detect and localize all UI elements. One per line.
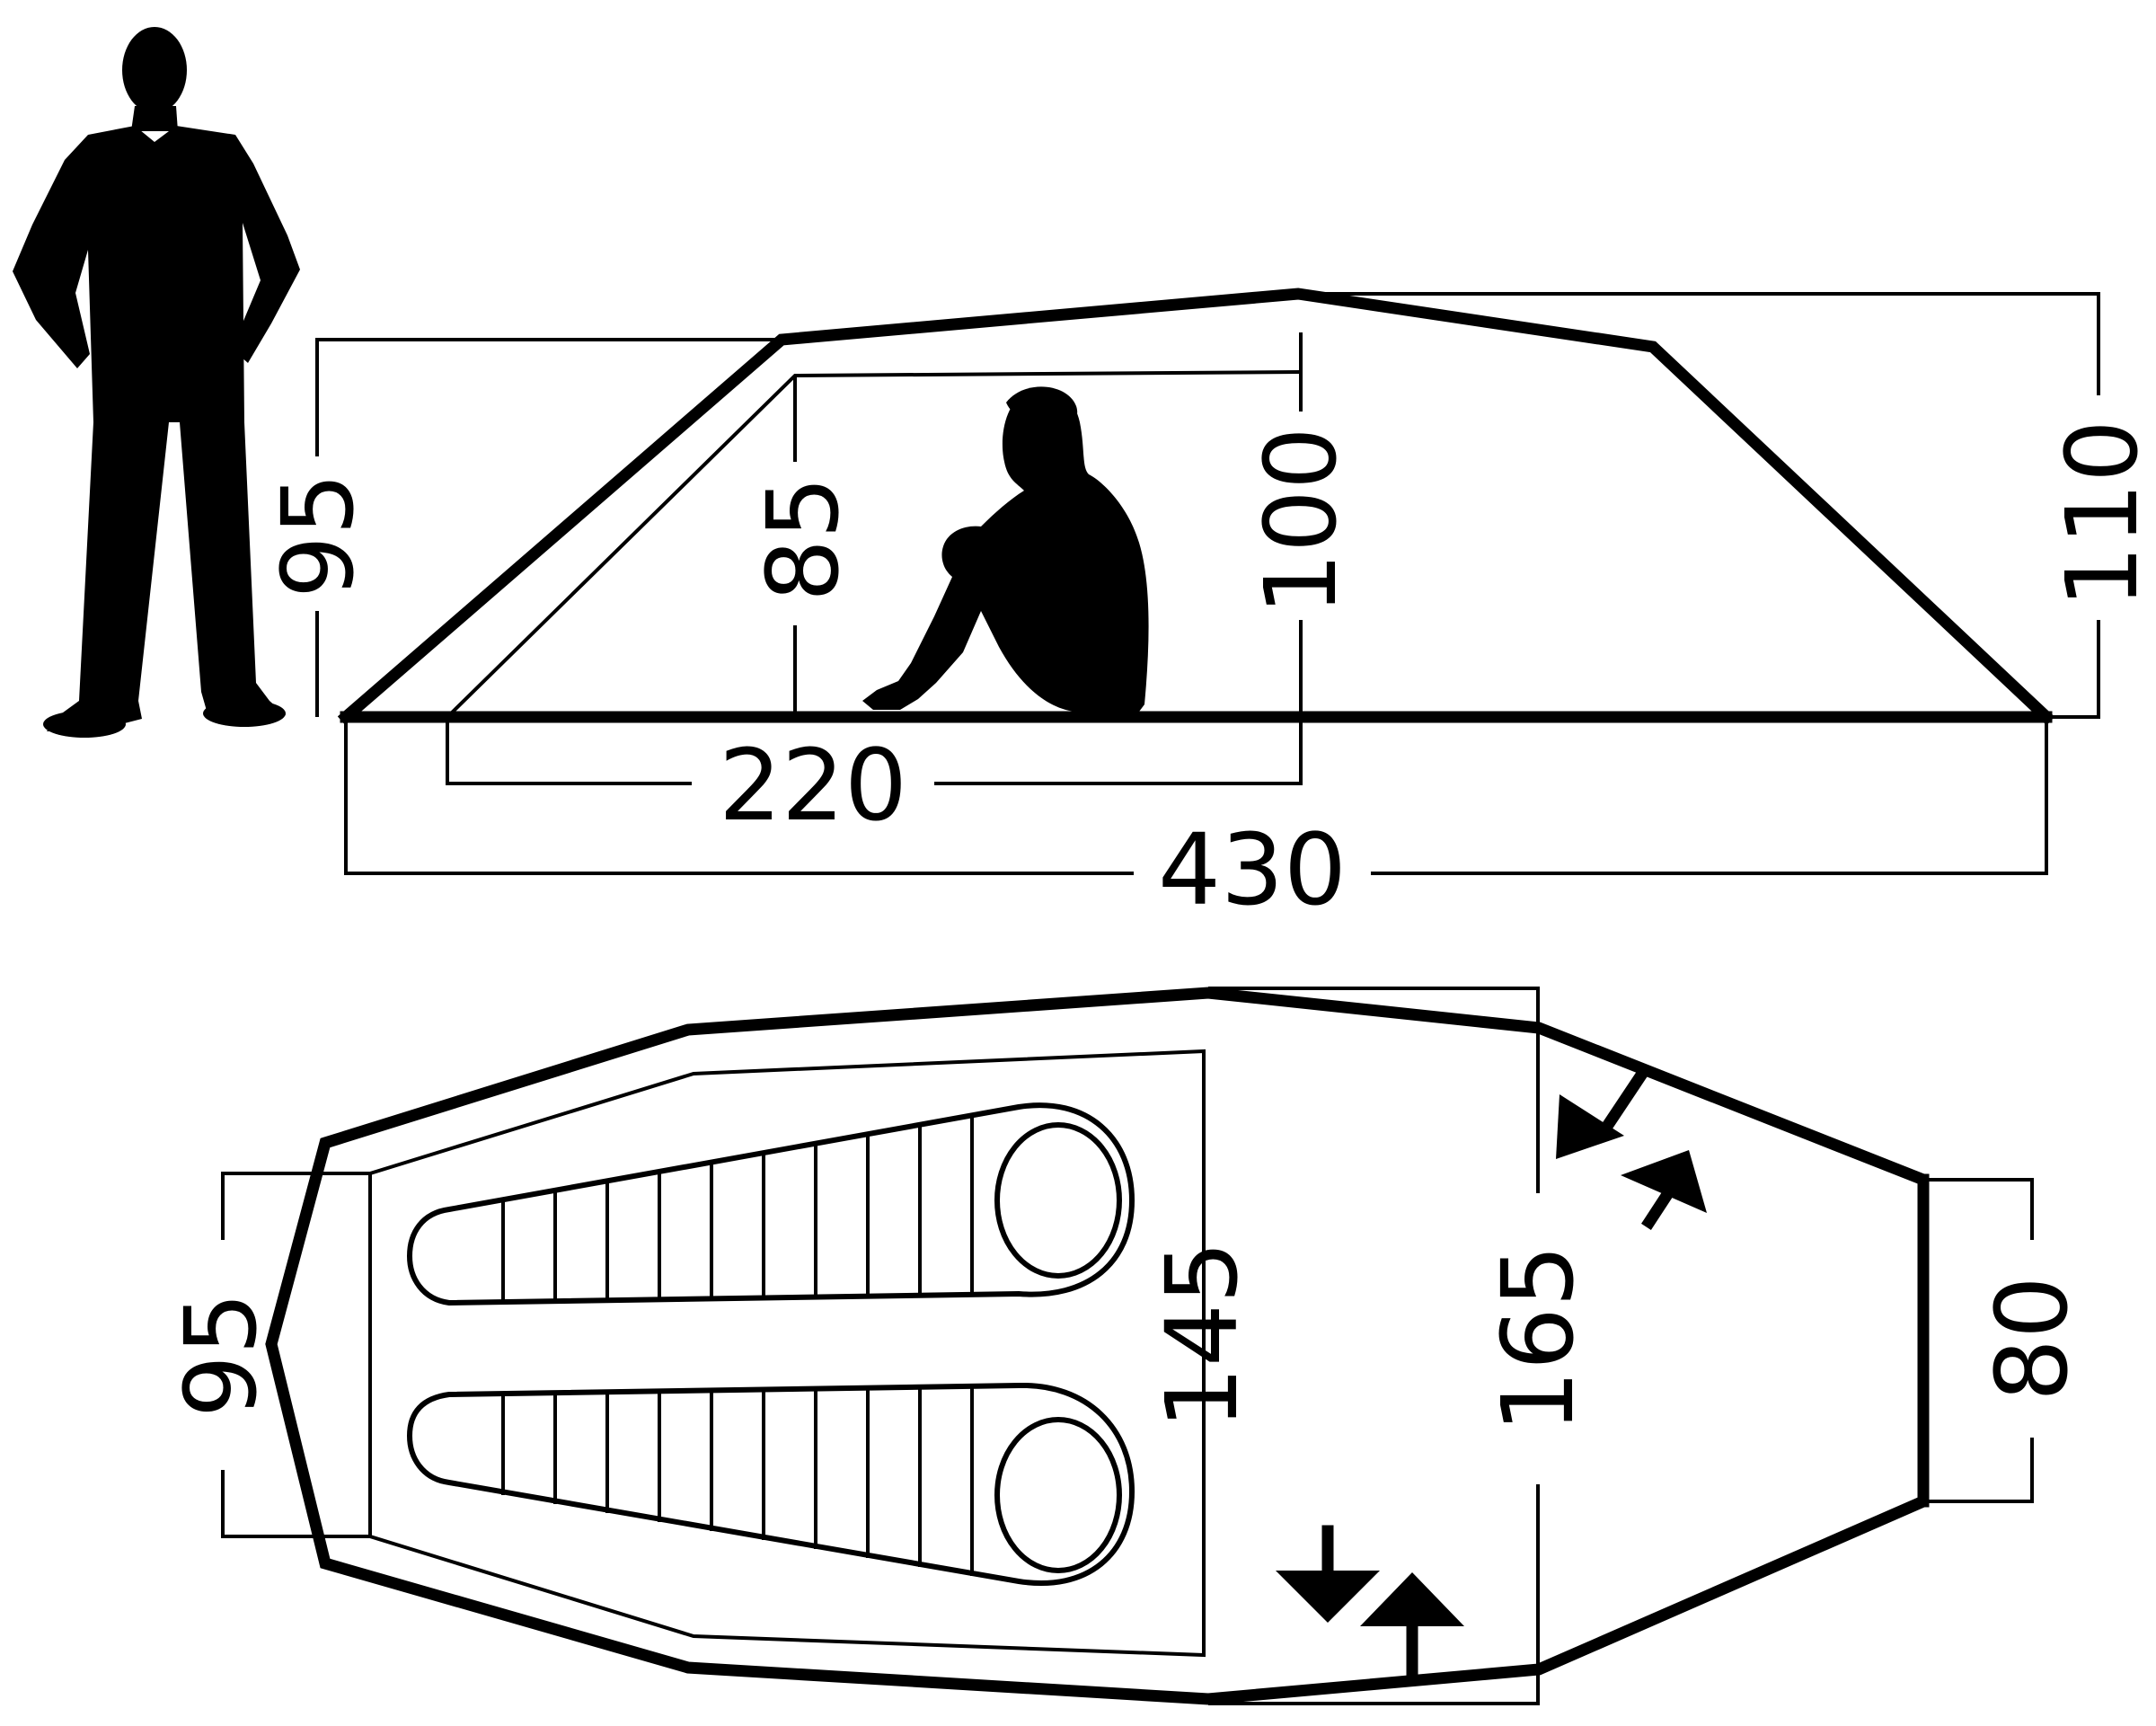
sleeping-bag-quilting <box>501 1116 974 1302</box>
dim-label: 80 <box>1975 1276 2090 1402</box>
sleeping-bag-quilting <box>501 1385 974 1576</box>
dim-label: 95 <box>163 1292 278 1418</box>
entrance-arrow-icon <box>1556 1067 1707 1230</box>
dim-label: 145 <box>1144 1241 1259 1429</box>
dim-label: 110 <box>2045 420 2156 608</box>
dim-peak-height: 110 <box>1298 292 2156 719</box>
dim-label: 95 <box>261 473 376 598</box>
dim-inner-width: 145 <box>1144 1051 1259 1655</box>
dim-label: 85 <box>746 476 861 602</box>
sitting-person-silhouette <box>862 386 1149 712</box>
tent-side-view: 95 85 100 110 220 43 <box>261 288 2156 927</box>
standing-person-silhouette <box>13 27 300 738</box>
dim-front-width: 95 <box>163 1172 370 1538</box>
dim-total-length: 430 <box>344 717 2048 927</box>
dim-label: 100 <box>1243 427 1358 615</box>
dim-label: 220 <box>719 728 907 843</box>
dim-peak-inner-height: 100 <box>1243 332 1358 717</box>
sleeping-bag <box>406 1382 1135 1586</box>
inner-tent-outline <box>446 370 1302 719</box>
tent-top-view: 95 145 165 80 <box>163 987 2090 1705</box>
dim-label: 430 <box>1158 812 1347 927</box>
dim-front-height: 95 <box>261 338 782 717</box>
sleeping-bag <box>406 1102 1135 1306</box>
outer-fly-outline <box>337 288 2055 726</box>
dim-vestibule-width: 165 <box>1208 987 1595 1705</box>
entrance-arrow-icon <box>1276 1525 1464 1679</box>
dim-inner-length: 220 <box>446 717 1303 843</box>
outer-footprint-outline <box>265 987 1930 1705</box>
dim-label: 165 <box>1480 1244 1595 1433</box>
dim-rear-width: 80 <box>1923 1178 2090 1503</box>
dim-inner-height: 85 <box>746 376 861 717</box>
